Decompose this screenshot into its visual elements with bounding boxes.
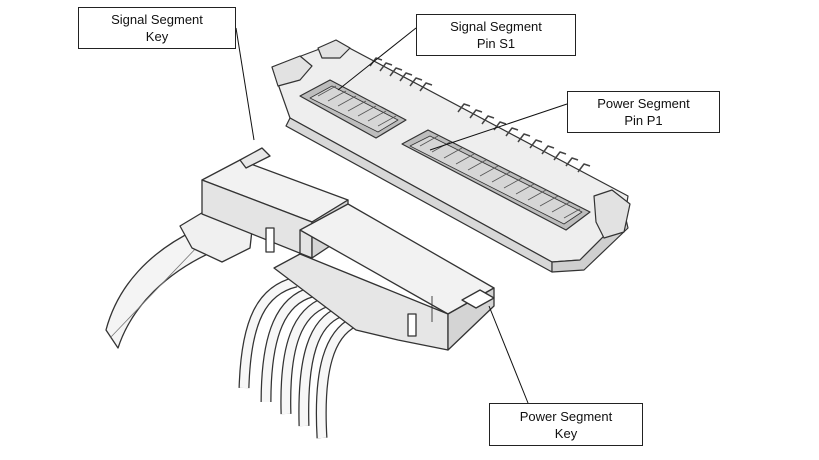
signal-segment-cavity [309,85,399,133]
power-cable-plug [238,203,495,439]
label-signal-segment-pin-line2: Pin S1 [476,36,516,51]
signal-contacts [317,85,397,127]
label-power-segment-pin-line1: Power Segment [597,96,690,111]
power-key-leader [488,305,529,404]
power-wires [238,276,357,439]
label-power-segment-pin-line2: Pin P1 [624,113,663,128]
label-power-segment-pin-p1: Power Segment Pin P1 [567,91,720,133]
receptacle-top-tab [317,39,351,59]
label-signal-segment-key-line2: Key [145,29,169,44]
label-power-segment-key-line1: Power Segment [519,408,613,424]
power-pin-leader [429,103,568,151]
receptacle-left-tab [271,55,313,87]
signal-key-leader [235,27,255,141]
receptacle-rear-pins [369,57,591,173]
signal-cable-plug [105,147,349,349]
power-plug-latch [407,313,417,337]
signal-pin-leader [337,27,417,91]
receptacle-connector [271,39,631,273]
label-signal-segment-pin-s1: Signal Segment Pin S1 [416,14,576,56]
power-segment-key-notch [461,289,495,309]
label-signal-segment-pin-line1: Signal Segment [450,19,542,34]
label-signal-segment-key: Signal Segment Key [78,7,236,49]
signal-segment-key-notch [265,227,275,253]
leader-lines [235,27,568,404]
label-power-segment-key-line2: Key [554,425,578,441]
power-contacts [419,135,581,219]
receptacle-right-tab [593,189,631,239]
label-power-segment-key: Power Segment Key [489,403,643,446]
label-signal-segment-key-line1: Signal Segment [111,12,203,27]
